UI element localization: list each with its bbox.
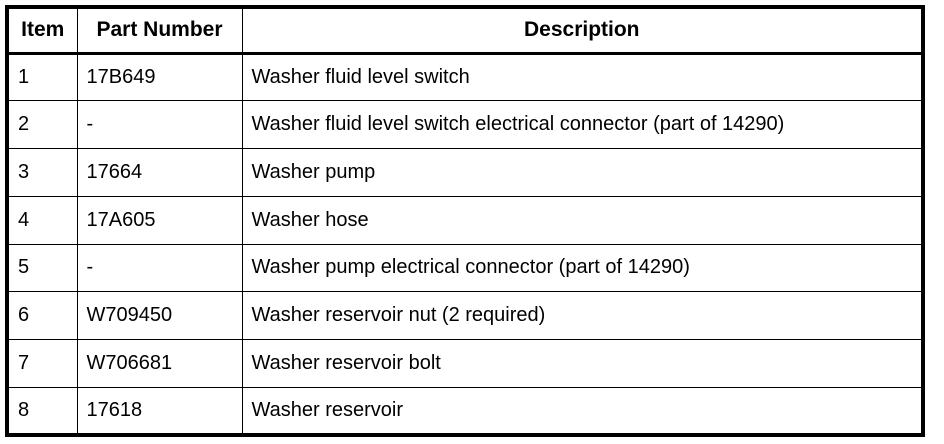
table-row: 1 17B649 Washer fluid level switch (6, 52, 924, 102)
table-row: 7 W706681 Washer reservoir bolt (6, 339, 924, 388)
cell-description: Washer reservoir nut (2 required) (241, 291, 924, 340)
table-row: 4 17A605 Washer hose (6, 195, 924, 245)
cell-item: 4 (6, 195, 78, 245)
cell-part-number: - (76, 100, 243, 149)
cell-description: Washer pump (241, 148, 924, 197)
cell-description: Washer fluid level switch electrical con… (241, 100, 924, 149)
cell-part-number: - (76, 243, 243, 293)
cell-description: Washer pump electrical connector (part o… (241, 243, 924, 293)
cell-description: Washer hose (241, 195, 924, 245)
table-row: 2 - Washer fluid level switch electrical… (6, 100, 924, 149)
washer-system-parts-table: Item Part Number Description 1 17B649 Wa… (5, 5, 925, 437)
table-row: 6 W709450 Washer reservoir nut (2 requir… (6, 291, 924, 340)
cell-part-number: W706681 (76, 339, 243, 388)
cell-part-number: 17664 (76, 148, 243, 197)
cell-description: Washer reservoir bolt (241, 339, 924, 388)
table-row: 8 17618 Washer reservoir (6, 386, 924, 435)
column-header-item: Item (6, 6, 78, 55)
cell-part-number: W709450 (76, 291, 243, 340)
column-header-part-number: Part Number (76, 6, 243, 55)
cell-item: 2 (6, 100, 78, 149)
cell-item: 8 (6, 386, 78, 435)
cell-item: 1 (6, 52, 78, 102)
table-body: 1 17B649 Washer fluid level switch 2 - W… (6, 52, 924, 435)
table-row: 5 - Washer pump electrical connector (pa… (6, 243, 924, 293)
cell-item: 5 (6, 243, 78, 293)
cell-part-number: 17B649 (76, 52, 243, 102)
table-row: 3 17664 Washer pump (6, 148, 924, 197)
cell-description: Washer reservoir (241, 386, 924, 435)
cell-description: Washer fluid level switch (241, 52, 924, 102)
table-header-row: Item Part Number Description (6, 6, 924, 55)
cell-item: 6 (6, 291, 78, 340)
table-header: Item Part Number Description (6, 6, 924, 55)
cell-item: 7 (6, 339, 78, 388)
cell-item: 3 (6, 148, 78, 197)
cell-part-number: 17618 (76, 386, 243, 435)
cell-part-number: 17A605 (76, 195, 243, 245)
column-header-description: Description (241, 6, 924, 55)
